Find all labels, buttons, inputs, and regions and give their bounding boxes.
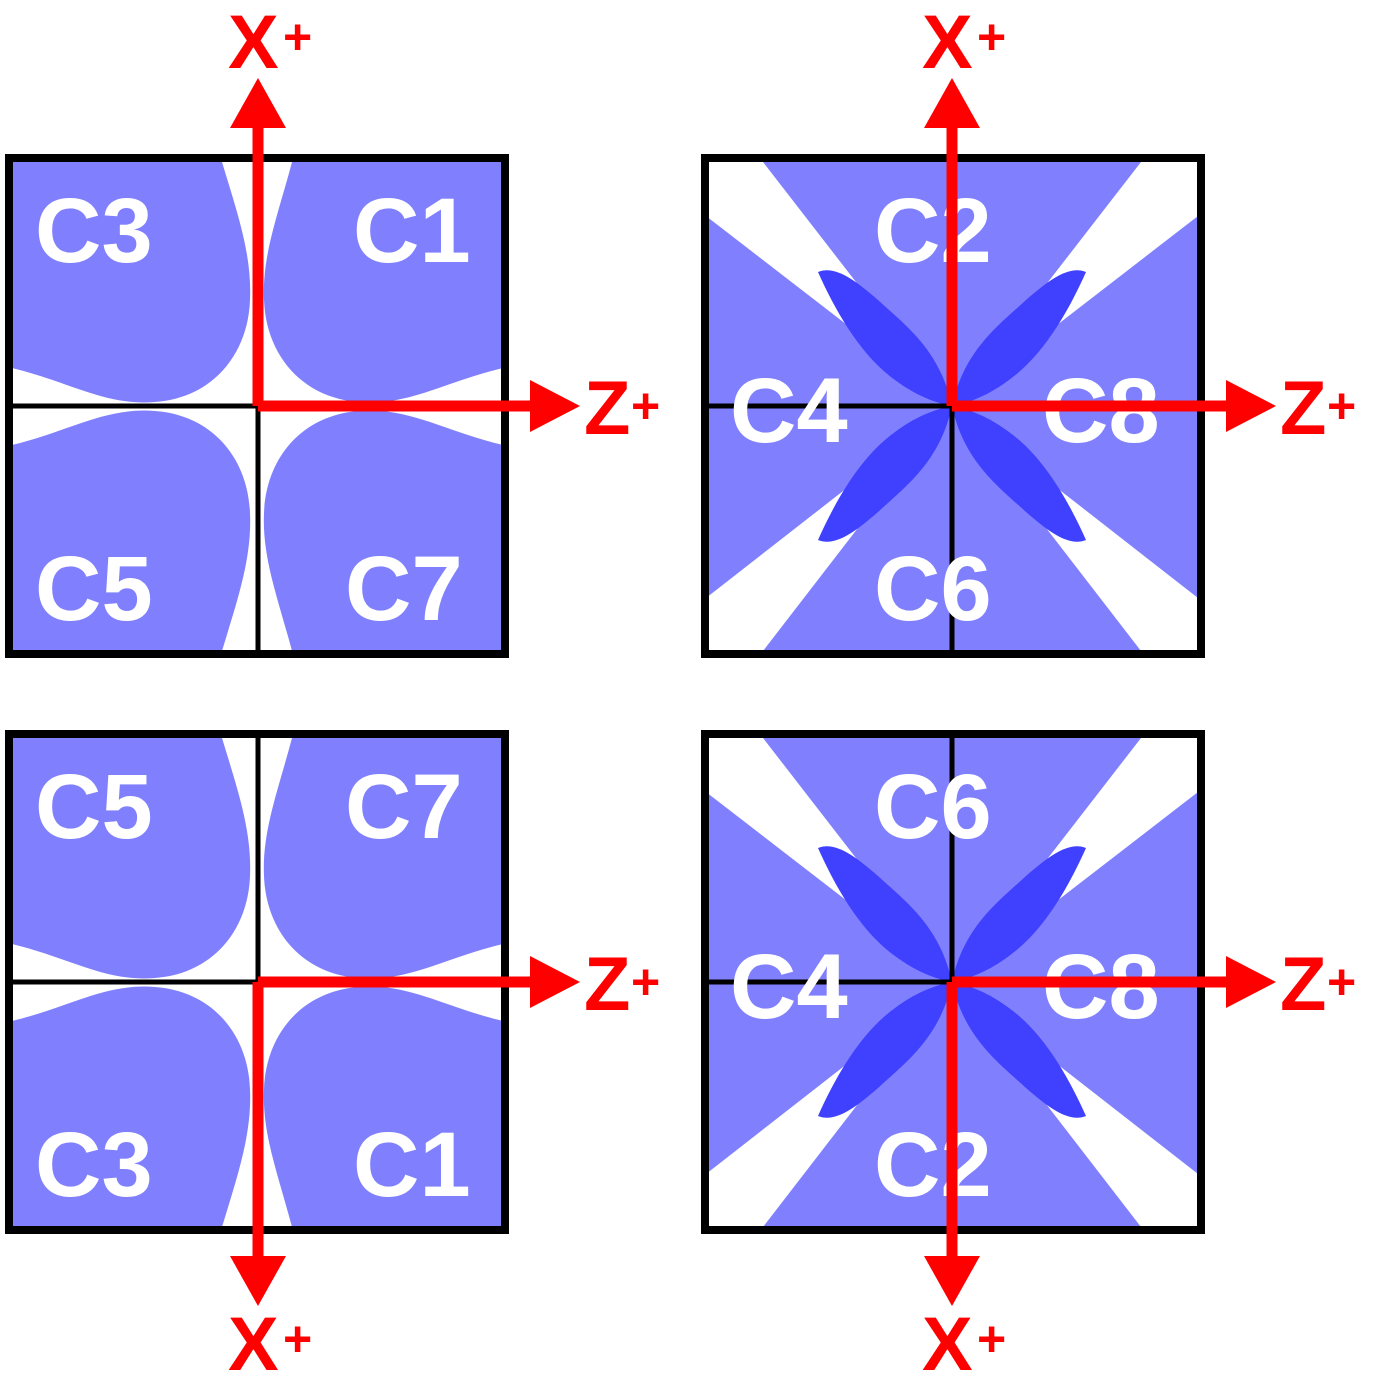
axis-z-label: Z — [584, 942, 630, 1027]
lobes-top-left — [12, 162, 503, 651]
axis-z-label: Z — [1280, 942, 1326, 1027]
axis-z-plus: + — [631, 378, 660, 434]
lobe-c5 — [12, 410, 251, 651]
overlap-bottom-left — [818, 982, 952, 1118]
panel-bottom-right: C6 C4 C8 C2 X + Z + — [701, 730, 1356, 1376]
arrow-down-icon — [230, 1256, 286, 1306]
arrow-right-icon — [530, 956, 580, 1008]
axis-x-label: X — [922, 0, 973, 85]
axis-z-label: Z — [584, 366, 630, 451]
overlap-bottom-right — [952, 982, 1086, 1118]
label-c4: C4 — [730, 360, 848, 462]
label-c7: C7 — [345, 756, 463, 858]
arrow-right-icon — [1226, 956, 1276, 1008]
lobe-c5 — [12, 738, 251, 979]
overlap-top-right — [952, 846, 1086, 982]
axis-z-plus: + — [1327, 378, 1356, 434]
axis-x-label: X — [228, 0, 279, 85]
lobe-c3 — [12, 162, 251, 403]
label-c6: C6 — [874, 756, 992, 858]
label-c2: C2 — [874, 1114, 992, 1216]
arrow-right-icon — [1226, 380, 1276, 432]
panel-top-left: C3 C1 C5 C7 X + Z + — [5, 0, 660, 658]
axis-x-label: X — [922, 1302, 973, 1376]
label-c1: C1 — [353, 1114, 471, 1216]
axis-z-plus: + — [1327, 954, 1356, 1010]
panel-bottom-left: C5 C7 C3 C1 X + Z + — [5, 730, 660, 1376]
axis-x-plus: + — [283, 9, 312, 65]
axis-z: Z + — [952, 366, 1356, 451]
axis-x: X + — [922, 0, 1006, 406]
overlap-top-left — [818, 846, 952, 982]
lobes-bottom-left — [12, 738, 503, 1227]
axis-z-label: Z — [1280, 366, 1326, 451]
label-c6: C6 — [874, 538, 992, 640]
label-c4: C4 — [730, 936, 848, 1038]
overlap-top-left — [818, 270, 952, 406]
axis-x-plus: + — [977, 9, 1006, 65]
label-c5: C5 — [35, 538, 153, 640]
label-c3: C3 — [35, 1114, 153, 1216]
axis-z: Z + — [952, 942, 1356, 1027]
lobe-c1 — [263, 986, 503, 1227]
axis-x-label: X — [228, 1302, 279, 1376]
label-c7: C7 — [345, 538, 463, 640]
lobe-c3 — [12, 986, 251, 1227]
label-c3: C3 — [35, 180, 153, 282]
lobe-c7 — [263, 738, 503, 979]
arrow-up-icon — [230, 78, 286, 128]
axis-x-plus: + — [283, 1311, 312, 1367]
label-c2: C2 — [874, 180, 992, 282]
overlap-top-right — [952, 270, 1086, 406]
axis-x-plus: + — [977, 1311, 1006, 1367]
arrow-right-icon — [530, 380, 580, 432]
panel-top-right: C2 C4 C8 C6 X + Z + — [701, 0, 1356, 658]
axis-x: X + — [922, 982, 1006, 1376]
overlap-bottom-right — [952, 406, 1086, 542]
axis-z-plus: + — [631, 954, 660, 1010]
overlap-bottom-left — [818, 406, 952, 542]
axis-z: Z + — [258, 366, 660, 451]
lobe-c7 — [263, 410, 503, 651]
axis-x: X + — [228, 0, 312, 406]
label-c5: C5 — [35, 756, 153, 858]
axis-z: Z + — [258, 942, 660, 1027]
label-c1: C1 — [353, 180, 471, 282]
lobe-c1 — [263, 162, 503, 403]
arrow-up-icon — [924, 78, 980, 128]
arrow-down-icon — [924, 1256, 980, 1306]
axis-x: X + — [228, 982, 312, 1376]
